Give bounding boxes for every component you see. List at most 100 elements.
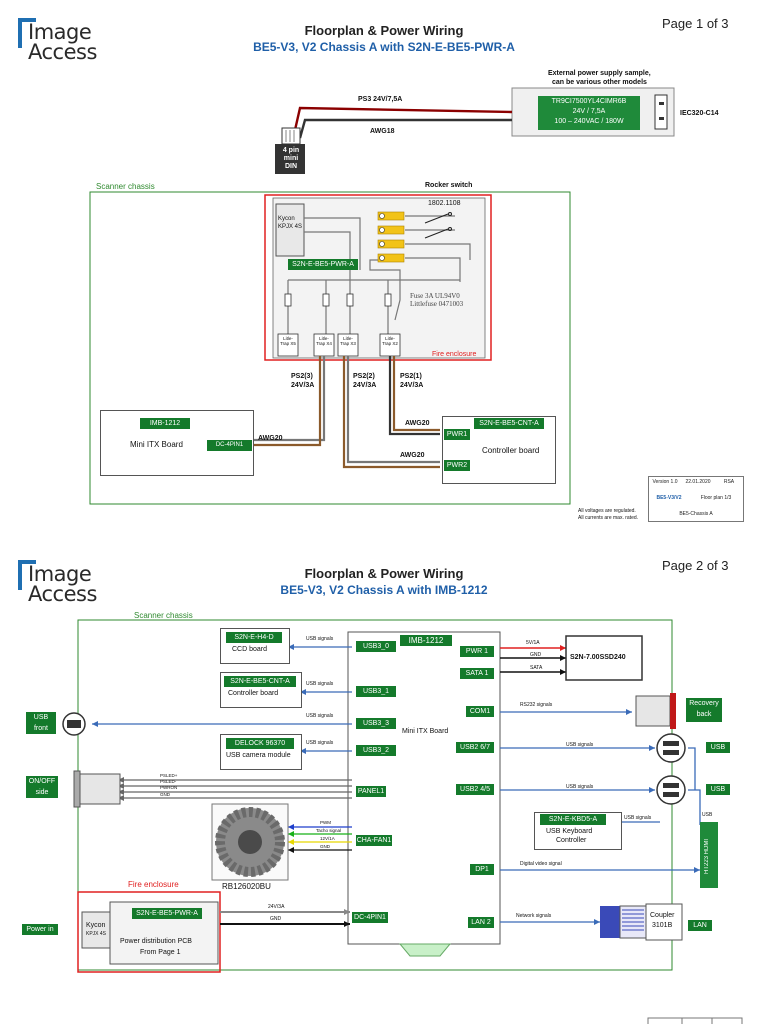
page2-ssd-gnd: GND [530, 652, 542, 658]
page2-panel-gnd: GND [160, 792, 170, 797]
page2-usb-monitor-label: USB [702, 812, 713, 818]
page2-coupler-1: Coupler [650, 912, 675, 919]
page1-din-label-2: mini [283, 155, 299, 162]
page2-panel1-port: PANEL1 [356, 786, 386, 797]
page1-littrap-x5: Litle-Trap X5 [280, 336, 296, 346]
page2-ssd-label: S2N-7.00SSD240 [570, 654, 626, 661]
page2-ssd-box [565, 635, 643, 681]
page2-fire-enclosure-frame [77, 891, 221, 973]
page2-usb-back-connector-2-icon [656, 775, 686, 805]
page1-mini-itx-label: Mini ITX Board [130, 440, 183, 449]
page2-fan-pwm: PWM [320, 820, 331, 825]
page2-lan-label: LAN [688, 920, 712, 931]
page2-scanner-chassis-label: Scanner chassis [134, 611, 193, 620]
page2-pwr1-port: PWR 1 [460, 646, 494, 657]
page2-kbd-line-1: USB Keyboard [546, 828, 593, 835]
page2-fan-12v: 12V/1A [320, 836, 335, 841]
page2-monitor-label: HT223 HDMI [704, 838, 710, 874]
page2-imb-label: IMB-1212 [400, 635, 452, 646]
page2-delock-label: DELOCK 96370 [226, 738, 294, 749]
page1-psu-note-2: can be various other models [552, 79, 647, 86]
page1-fire-enclosure-frame [264, 194, 492, 361]
page2-usb2-45-port: USB2 4/5 [456, 784, 494, 795]
page1-rocker-label: Rocker switch [425, 182, 473, 189]
page1-rocker-number: 1802.1108 [428, 200, 461, 207]
page1-note-1: All voltages are regulated. [578, 508, 636, 514]
page2-kbd-label: S2N-E-KBD5-A [540, 814, 606, 825]
page1-awg20-top: AWG20 [405, 420, 430, 427]
page1-ps2-3: PS2(3) [291, 373, 313, 380]
page1-controller-board-label: Controller board [482, 446, 540, 455]
page2-fan-gnd: GND [320, 844, 330, 849]
title-block-desc: Floor plan 1/3 [700, 495, 732, 501]
page1-psu-input: 100 – 240VAC / 180W [554, 118, 624, 125]
page1-title-block: Version 1.0 22.01.2020 RSA BE5-V3/V2 Flo… [648, 476, 744, 522]
page1-ps2-1-rating: 24V/3A [400, 382, 424, 389]
page1-din-label-1: 4 pin [282, 147, 300, 154]
page2-ccd-label: CCD board [232, 646, 268, 653]
logo-line-2: Access [28, 40, 97, 64]
logo: Image Access [18, 18, 97, 64]
title-block-chassis: BE5-Chassis A [679, 511, 713, 517]
page1-ps2-1: PS2(1) [400, 373, 422, 380]
page2-h4d-label: S2N-E-H4-D [226, 632, 282, 643]
page2-usb-signal-6: USB signals [566, 784, 594, 790]
page1-ps2-2-rating: 24V/3A [353, 382, 377, 389]
page2-usb3-1-port: USB3_1 [356, 686, 396, 697]
title-block-model: BE5-V3/V2 [656, 495, 682, 501]
page1-number: Page 1 of 3 [662, 16, 729, 31]
page2-power-in-label: Power in [22, 924, 58, 935]
page1-wiring-svg [89, 87, 675, 505]
page2-recovery-bezel [670, 693, 676, 729]
page1-fuse-1: Fuse 3A UL94V0 [410, 292, 460, 300]
page2-subtitle: BE5-V3, V2 Chassis A with IMB-1212 [280, 583, 488, 597]
page2-monitor-icon [700, 822, 718, 888]
page2-sata1-port: SATA 1 [460, 668, 494, 679]
page1-fuse-2: Littlefuse 0471003 [410, 300, 464, 308]
page2-coupler-label-box [645, 903, 683, 941]
page2-kycon-1: Kycon [86, 922, 106, 929]
page1-title: Floorplan & Power Wiring [304, 23, 464, 38]
page2-usb-signal-5: USB signals [566, 742, 594, 748]
page2-usb3-2-port: USB3_2 [356, 745, 396, 756]
page2-usb-back-label-2: USB [706, 784, 730, 795]
page1-din-label-3: DIN [284, 163, 298, 170]
page1-ps2-3-rating: 24V/3A [291, 382, 315, 389]
page2-lan2-port: LAN 2 [468, 917, 494, 928]
page1-littrap-x2: Litle-Trap X2 [382, 336, 398, 346]
page1-kycon-connector [275, 203, 305, 257]
page1-fire-enclosure-label: Fire enclosure [432, 351, 477, 358]
page2-usb3-0-port: USB3_0 [356, 641, 396, 652]
page1-scanner-chassis-frame [89, 191, 571, 505]
page1-pwr-board-outline [272, 197, 486, 359]
page2-cha-fan-port: CHA-FAN1 [356, 835, 392, 846]
page2-usb2-67-port: USB2 6/7 [456, 742, 494, 753]
page2-usb-signal-7: USB signals [624, 815, 652, 821]
page1-din-plug-body [275, 144, 305, 174]
page2-pwron: PWRON [160, 785, 178, 790]
page2-recovery-button-icon [635, 695, 671, 727]
page1-littrap-x3: Litle-Trap X3 [340, 336, 356, 346]
page2-controller-label: Controller board [228, 690, 279, 697]
logo-mark-icon [18, 560, 36, 590]
page1-iec-label: IEC320-C14 [680, 110, 719, 117]
page1-kycon-1: Kycon [278, 216, 295, 222]
page1-subtitle: BE5-V3, V2 Chassis A with S2N-E-BE5-PWR-… [253, 40, 515, 54]
page2-pwr-board-label: S2N-E-BE5-PWR-A [132, 908, 202, 919]
page2-usb-signal-1: USB signals [306, 636, 334, 642]
logo-line-1: Image [28, 20, 92, 44]
page2-usb-back-connector-1-icon [656, 733, 686, 763]
logo-mark-icon [18, 18, 36, 48]
logo-page2: Image Access [18, 560, 97, 605]
page2-usb-back-label-1: USB [706, 742, 730, 753]
page2-coupler-2: 3101B [652, 922, 673, 929]
page2-24v-label: 24V/3A [268, 904, 285, 910]
page1-awg20-left: AWG20 [258, 435, 283, 442]
page2-number: Page 2 of 3 [662, 558, 729, 573]
page1-pwr1-port: PWR1 [444, 429, 470, 440]
page2-dc4pin-port: DC-4PIN1 [352, 912, 388, 923]
page1-kycon-2: KPJX 4S [278, 224, 303, 230]
